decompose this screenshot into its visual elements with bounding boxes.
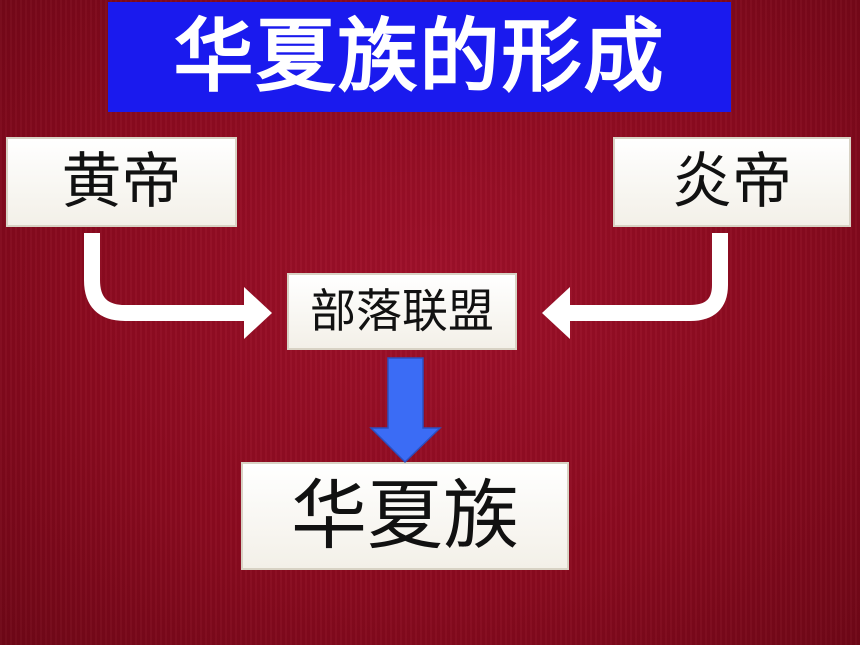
arrow-yandi-to-alliance-head bbox=[542, 287, 570, 339]
arrow-alliance-to-huaxia bbox=[369, 357, 442, 464]
node-yandi-label: 炎帝 bbox=[672, 147, 792, 217]
node-huangdi: 黄帝 bbox=[6, 137, 237, 227]
slide-title: 华夏族的形成 bbox=[108, 2, 731, 112]
node-tribal-alliance: 部落联盟 bbox=[287, 273, 517, 350]
node-yandi: 炎帝 bbox=[613, 137, 851, 227]
arrow-huangdi-to-alliance bbox=[84, 233, 248, 321]
arrow-huangdi-to-alliance-head bbox=[244, 287, 272, 339]
node-huaxia: 华夏族 bbox=[241, 462, 569, 570]
node-huangdi-label: 黄帝 bbox=[61, 147, 182, 217]
node-tribal-alliance-label: 部落联盟 bbox=[310, 284, 494, 338]
node-huaxia-label: 华夏族 bbox=[291, 471, 519, 560]
arrow-yandi-to-alliance bbox=[566, 233, 728, 321]
